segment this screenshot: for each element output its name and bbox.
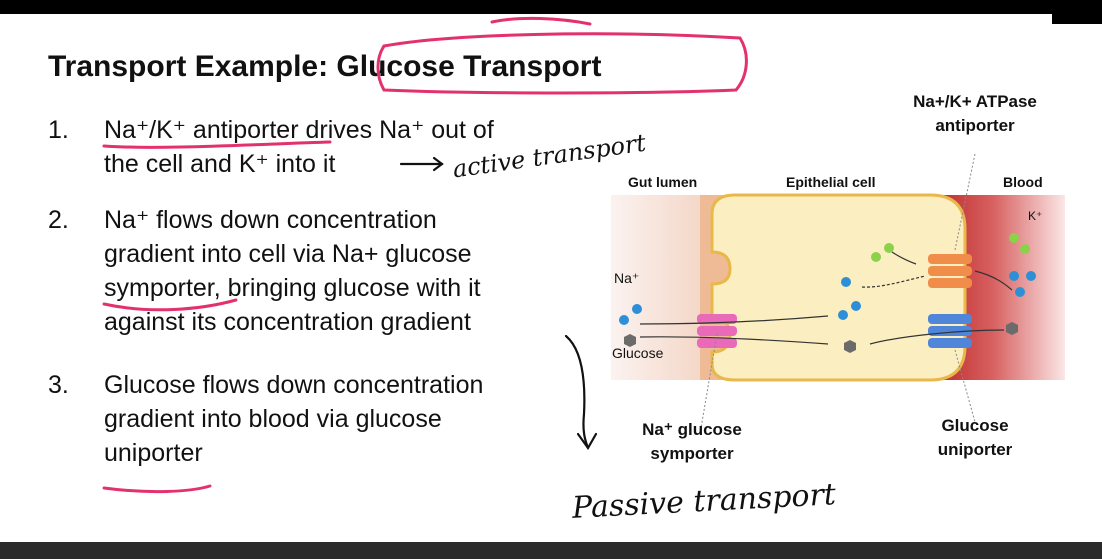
step-number: 3. — [48, 371, 69, 399]
sodium-ion — [1009, 271, 1019, 281]
sodium-ion — [851, 301, 861, 311]
ink-strokes — [102, 16, 748, 494]
uniporter-label-line: Glucose — [941, 416, 1009, 435]
step-number: 2. — [48, 206, 69, 234]
atpase-top — [928, 254, 972, 264]
potassium-ion — [1009, 233, 1019, 243]
sodium-ion — [1015, 287, 1025, 297]
sodium-ion — [619, 315, 629, 325]
step-text: Na⁺/K⁺ antiporter drives Na⁺ out of the … — [104, 113, 584, 181]
atpase-mid — [928, 266, 972, 276]
slide-title: Transport Example: Glucose Transport — [48, 50, 602, 83]
sodium-ion — [841, 277, 851, 287]
glucose-molecule — [844, 340, 856, 353]
top-bar — [0, 0, 1102, 14]
step-line: symporter, bringing glucose with it — [104, 274, 481, 302]
glucose-label: Glucose — [612, 345, 664, 361]
step-line: gradient into cell via Na+ glucose — [104, 240, 472, 268]
step-line: uniporter — [104, 439, 203, 467]
ink-layer — [102, 16, 748, 494]
blood-label: Blood — [1003, 174, 1043, 190]
step-line: Na⁺/K⁺ antiporter drives Na⁺ out of — [104, 116, 494, 144]
symporter-mid — [697, 326, 737, 336]
sodium-ion — [838, 310, 848, 320]
potassium-ion — [871, 252, 881, 262]
sodium-label: Na⁺ — [614, 270, 640, 286]
sodium-ion — [632, 304, 642, 314]
potassium-ion — [884, 243, 894, 253]
transport-diagram — [611, 153, 1065, 435]
symporter-bottom — [697, 338, 737, 348]
label-leaders — [699, 153, 976, 435]
step-line: Glucose flows down concentration — [104, 371, 484, 399]
step-line: gradient into blood via glucose — [104, 405, 442, 433]
gut-lumen-label: Gut lumen — [628, 174, 698, 190]
potassium-label: K⁺ — [1028, 209, 1043, 223]
step-text: Glucose flows down concentration gradien… — [104, 368, 584, 470]
atpase-label: Na+/K+ ATPase antiporter — [885, 90, 1065, 138]
top-bar-corner — [1052, 0, 1102, 24]
symporter-top — [697, 314, 737, 324]
symporter-label-line: Na⁺ glucose — [642, 420, 742, 439]
step-line: the cell and K⁺ into it — [104, 150, 336, 178]
flow-arrows — [639, 251, 1013, 345]
glucose-molecule — [1006, 322, 1018, 335]
atpase-bottom — [928, 278, 972, 288]
uniporter-label: Glucose uniporter — [910, 414, 1040, 462]
step-text: Na⁺ flows down concentration gradient in… — [104, 203, 584, 339]
sodium-ion — [1026, 271, 1036, 281]
uniporter-top — [928, 314, 972, 324]
atpase-label-line: antiporter — [935, 116, 1015, 135]
epithelial-cell-label: Epithelial cell — [786, 174, 876, 190]
step-number: 1. — [48, 116, 69, 144]
potassium-ion — [1020, 244, 1030, 254]
uniporter-bottom — [928, 338, 972, 348]
slide: Transport Example: Glucose Transport 1. … — [0, 14, 1102, 542]
bottom-bar — [0, 542, 1102, 559]
symporter-label: Na⁺ glucose symporter — [612, 418, 772, 466]
uniporter-label-line: uniporter — [937, 440, 1013, 459]
atpase-label-line: Na+/K+ ATPase — [913, 92, 1037, 111]
step-line: Na⁺ flows down concentration — [104, 206, 437, 234]
handwritten-arrows — [399, 156, 598, 451]
glucose-molecule — [624, 334, 636, 347]
symporter-label-line: symporter — [650, 444, 734, 463]
step-line: against its concentration gradient — [104, 308, 471, 336]
